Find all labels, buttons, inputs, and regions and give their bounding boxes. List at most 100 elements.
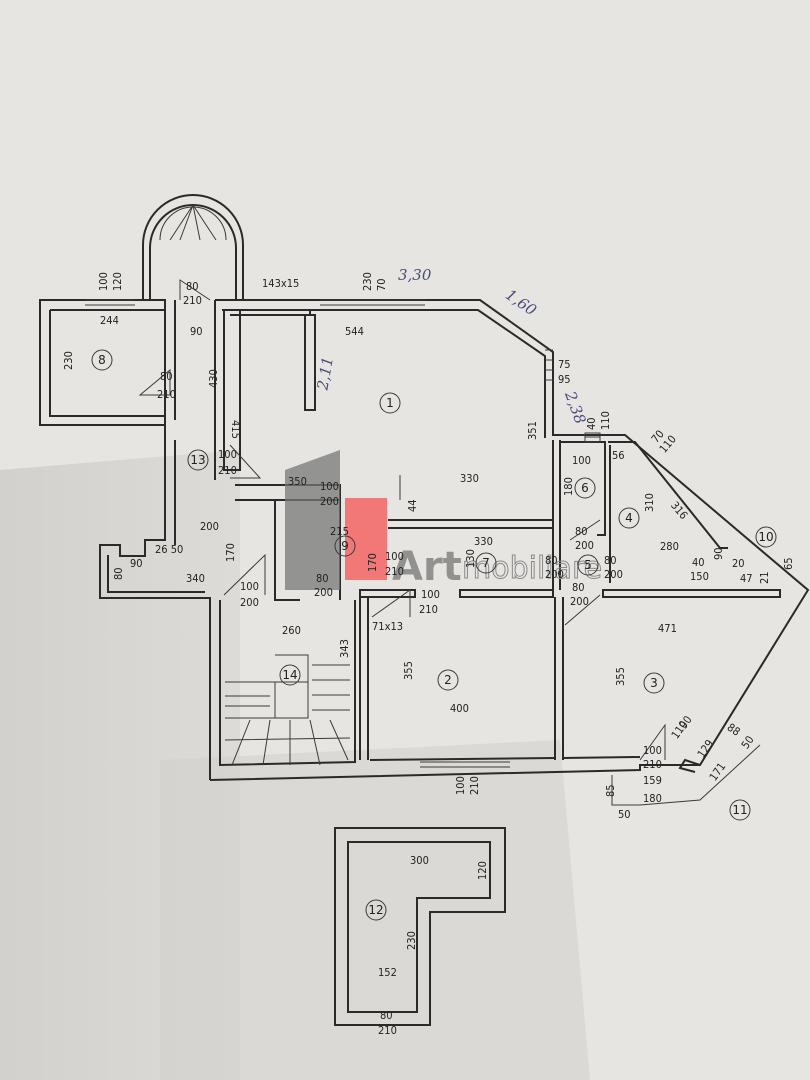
- svg-text:200: 200: [200, 520, 219, 533]
- svg-text:143x15: 143x15: [262, 277, 299, 290]
- walls: [39, 194, 810, 1026]
- svg-text:300: 300: [410, 854, 429, 867]
- room-7-label: 7: [475, 552, 497, 574]
- svg-text:6: 6: [581, 481, 589, 495]
- svg-text:355: 355: [614, 667, 627, 686]
- svg-text:210: 210: [643, 758, 662, 771]
- room-2-label: 2: [437, 669, 459, 691]
- svg-text:200: 200: [545, 568, 564, 581]
- svg-text:71x13: 71x13: [372, 620, 403, 633]
- svg-text:70: 70: [375, 278, 388, 291]
- svg-text:50: 50: [618, 808, 631, 821]
- svg-text:120: 120: [111, 272, 124, 291]
- svg-text:90: 90: [677, 714, 695, 732]
- svg-text:100: 100: [97, 272, 110, 291]
- svg-text:170: 170: [366, 553, 379, 572]
- svg-text:80: 80: [186, 280, 199, 293]
- svg-text:90: 90: [712, 547, 725, 560]
- svg-text:80: 80: [160, 370, 173, 383]
- svg-text:2,11: 2,11: [313, 355, 337, 392]
- svg-text:40: 40: [585, 417, 598, 430]
- svg-text:14: 14: [282, 668, 297, 682]
- svg-text:2: 2: [444, 673, 452, 687]
- svg-text:100: 100: [240, 580, 259, 593]
- svg-text:80: 80: [545, 554, 558, 567]
- svg-text:351: 351: [526, 421, 539, 440]
- svg-text:260: 260: [282, 624, 301, 637]
- svg-text:200: 200: [604, 568, 623, 581]
- svg-text:343: 343: [338, 639, 351, 658]
- svg-text:21: 21: [758, 571, 771, 584]
- svg-text:210: 210: [468, 776, 481, 795]
- svg-text:152: 152: [378, 966, 397, 979]
- svg-text:5: 5: [584, 558, 592, 572]
- svg-text:230: 230: [361, 272, 374, 291]
- room-3-label: 3: [643, 672, 665, 694]
- svg-text:3: 3: [650, 676, 658, 690]
- svg-text:100: 100: [643, 744, 662, 757]
- svg-text:170: 170: [224, 543, 237, 562]
- svg-text:80: 80: [380, 1009, 393, 1022]
- room-8-label: 8: [91, 349, 113, 371]
- room-4-label: 4: [618, 507, 640, 529]
- svg-text:310: 310: [643, 493, 656, 512]
- svg-text:90: 90: [130, 557, 143, 570]
- svg-text:9: 9: [341, 539, 349, 553]
- svg-text:330: 330: [460, 472, 479, 485]
- svg-text:80: 80: [575, 525, 588, 538]
- svg-text:150: 150: [690, 570, 709, 583]
- svg-text:80: 80: [316, 572, 329, 585]
- svg-text:Art: Art: [392, 544, 462, 590]
- room-10-label: 10: [755, 526, 777, 548]
- svg-text:544: 544: [345, 325, 364, 338]
- svg-text:350: 350: [288, 475, 307, 488]
- dimensions: 100 120 80 210 143x15 230 70 244 90 544 …: [62, 272, 795, 1037]
- svg-text:100: 100: [454, 776, 467, 795]
- svg-text:88: 88: [725, 721, 743, 739]
- svg-text:200: 200: [575, 539, 594, 552]
- svg-text:180: 180: [562, 477, 575, 496]
- svg-text:7: 7: [482, 556, 490, 570]
- room-labels: 1 2 3 4 5 6 7 8 9 10 11 12 13 14: [91, 349, 777, 921]
- svg-text:40: 40: [692, 556, 705, 569]
- svg-text:47: 47: [740, 572, 753, 585]
- svg-text:75: 75: [558, 358, 571, 371]
- svg-text:215: 215: [330, 525, 349, 538]
- svg-text:471: 471: [658, 622, 677, 635]
- room-14-label: 14: [279, 664, 301, 686]
- room-5-label: 5: [577, 554, 599, 576]
- svg-text:85: 85: [604, 784, 617, 797]
- room-12-label: 12: [365, 899, 387, 921]
- svg-text:8: 8: [98, 353, 106, 367]
- svg-text:13: 13: [190, 453, 205, 467]
- svg-text:200: 200: [314, 586, 333, 599]
- svg-text:340: 340: [186, 572, 205, 585]
- svg-text:3,30: 3,30: [398, 266, 432, 284]
- svg-text:80: 80: [572, 581, 585, 594]
- svg-text:415: 415: [229, 420, 242, 439]
- svg-text:159: 159: [643, 774, 662, 787]
- svg-text:210: 210: [385, 565, 404, 578]
- svg-text:210: 210: [419, 603, 438, 616]
- svg-text:210: 210: [157, 388, 176, 401]
- svg-text:90: 90: [190, 325, 203, 338]
- svg-text:50: 50: [739, 734, 757, 752]
- svg-text:110: 110: [599, 411, 612, 430]
- svg-text:280: 280: [660, 540, 679, 553]
- room-9-label: 9: [334, 535, 356, 557]
- svg-text:100: 100: [320, 480, 339, 493]
- svg-text:100: 100: [385, 550, 404, 563]
- svg-text:120: 120: [476, 861, 489, 880]
- svg-text:100: 100: [218, 448, 237, 461]
- svg-text:330: 330: [474, 535, 493, 548]
- svg-text:56: 56: [612, 449, 625, 462]
- svg-text:100: 100: [421, 588, 440, 601]
- svg-text:430: 430: [207, 369, 220, 388]
- svg-text:20: 20: [732, 557, 745, 570]
- svg-text:26 50: 26 50: [155, 543, 183, 556]
- svg-text:210: 210: [183, 294, 202, 307]
- svg-text:210: 210: [218, 464, 237, 477]
- svg-text:210: 210: [378, 1024, 397, 1037]
- svg-text:230: 230: [62, 351, 75, 370]
